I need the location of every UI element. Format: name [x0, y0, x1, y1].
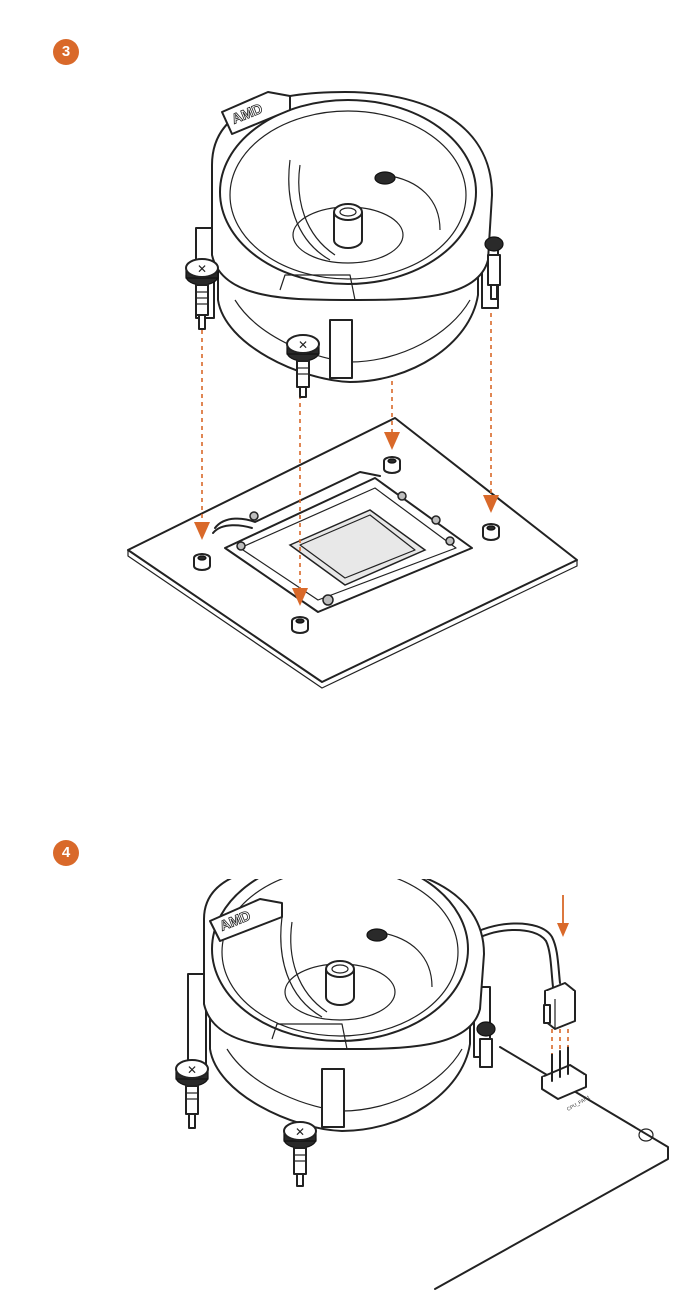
step-3-illustration: AMD ✕ ✕ — [127, 91, 578, 689]
screw-left-installed: ✕ — [175, 1059, 209, 1129]
stock-cooler-installed: AMD — [187, 879, 491, 1132]
screw-left: ✕ — [185, 258, 219, 330]
standoff-back — [383, 456, 401, 474]
step-3-number: 3 — [61, 43, 71, 60]
standoff-right — [482, 523, 500, 541]
screw-front: ✕ — [286, 334, 320, 398]
screw-right-installed — [476, 1021, 496, 1068]
screw-icon: ✕ — [187, 1063, 197, 1077]
step-3-badge: 3 — [53, 39, 79, 65]
stock-cooler: AMD — [195, 91, 499, 383]
standoff-left — [193, 553, 211, 571]
motherboard-edge — [434, 1046, 669, 1290]
down-arrow-icon — [384, 432, 400, 450]
connector-guides — [551, 1029, 569, 1054]
cpu-fan-header: CPU_FAN1 — [541, 1046, 592, 1113]
screw-right — [484, 236, 504, 300]
cpu-socket — [212, 471, 473, 613]
screw-icon: ✕ — [295, 1125, 305, 1139]
screw-icon: ✕ — [298, 338, 308, 352]
fan-cable — [467, 922, 561, 984]
down-arrow-icon — [292, 588, 308, 606]
fan-header-label: CPU_FAN1 — [566, 1095, 592, 1113]
step-4-number: 4 — [61, 844, 71, 861]
down-arrow-icon — [483, 495, 499, 513]
standoff-front — [291, 616, 309, 634]
step-4-illustration: CPU_FAN1 AMD — [175, 879, 669, 1290]
down-arrow-icon — [557, 923, 569, 937]
screw-front-installed: ✕ — [283, 1121, 317, 1187]
down-arrow-icon — [194, 522, 210, 540]
fan-connector-plug — [543, 982, 576, 1030]
step-4-badge: 4 — [53, 840, 79, 866]
screw-icon: ✕ — [197, 262, 207, 276]
insert-arrow — [557, 895, 569, 937]
